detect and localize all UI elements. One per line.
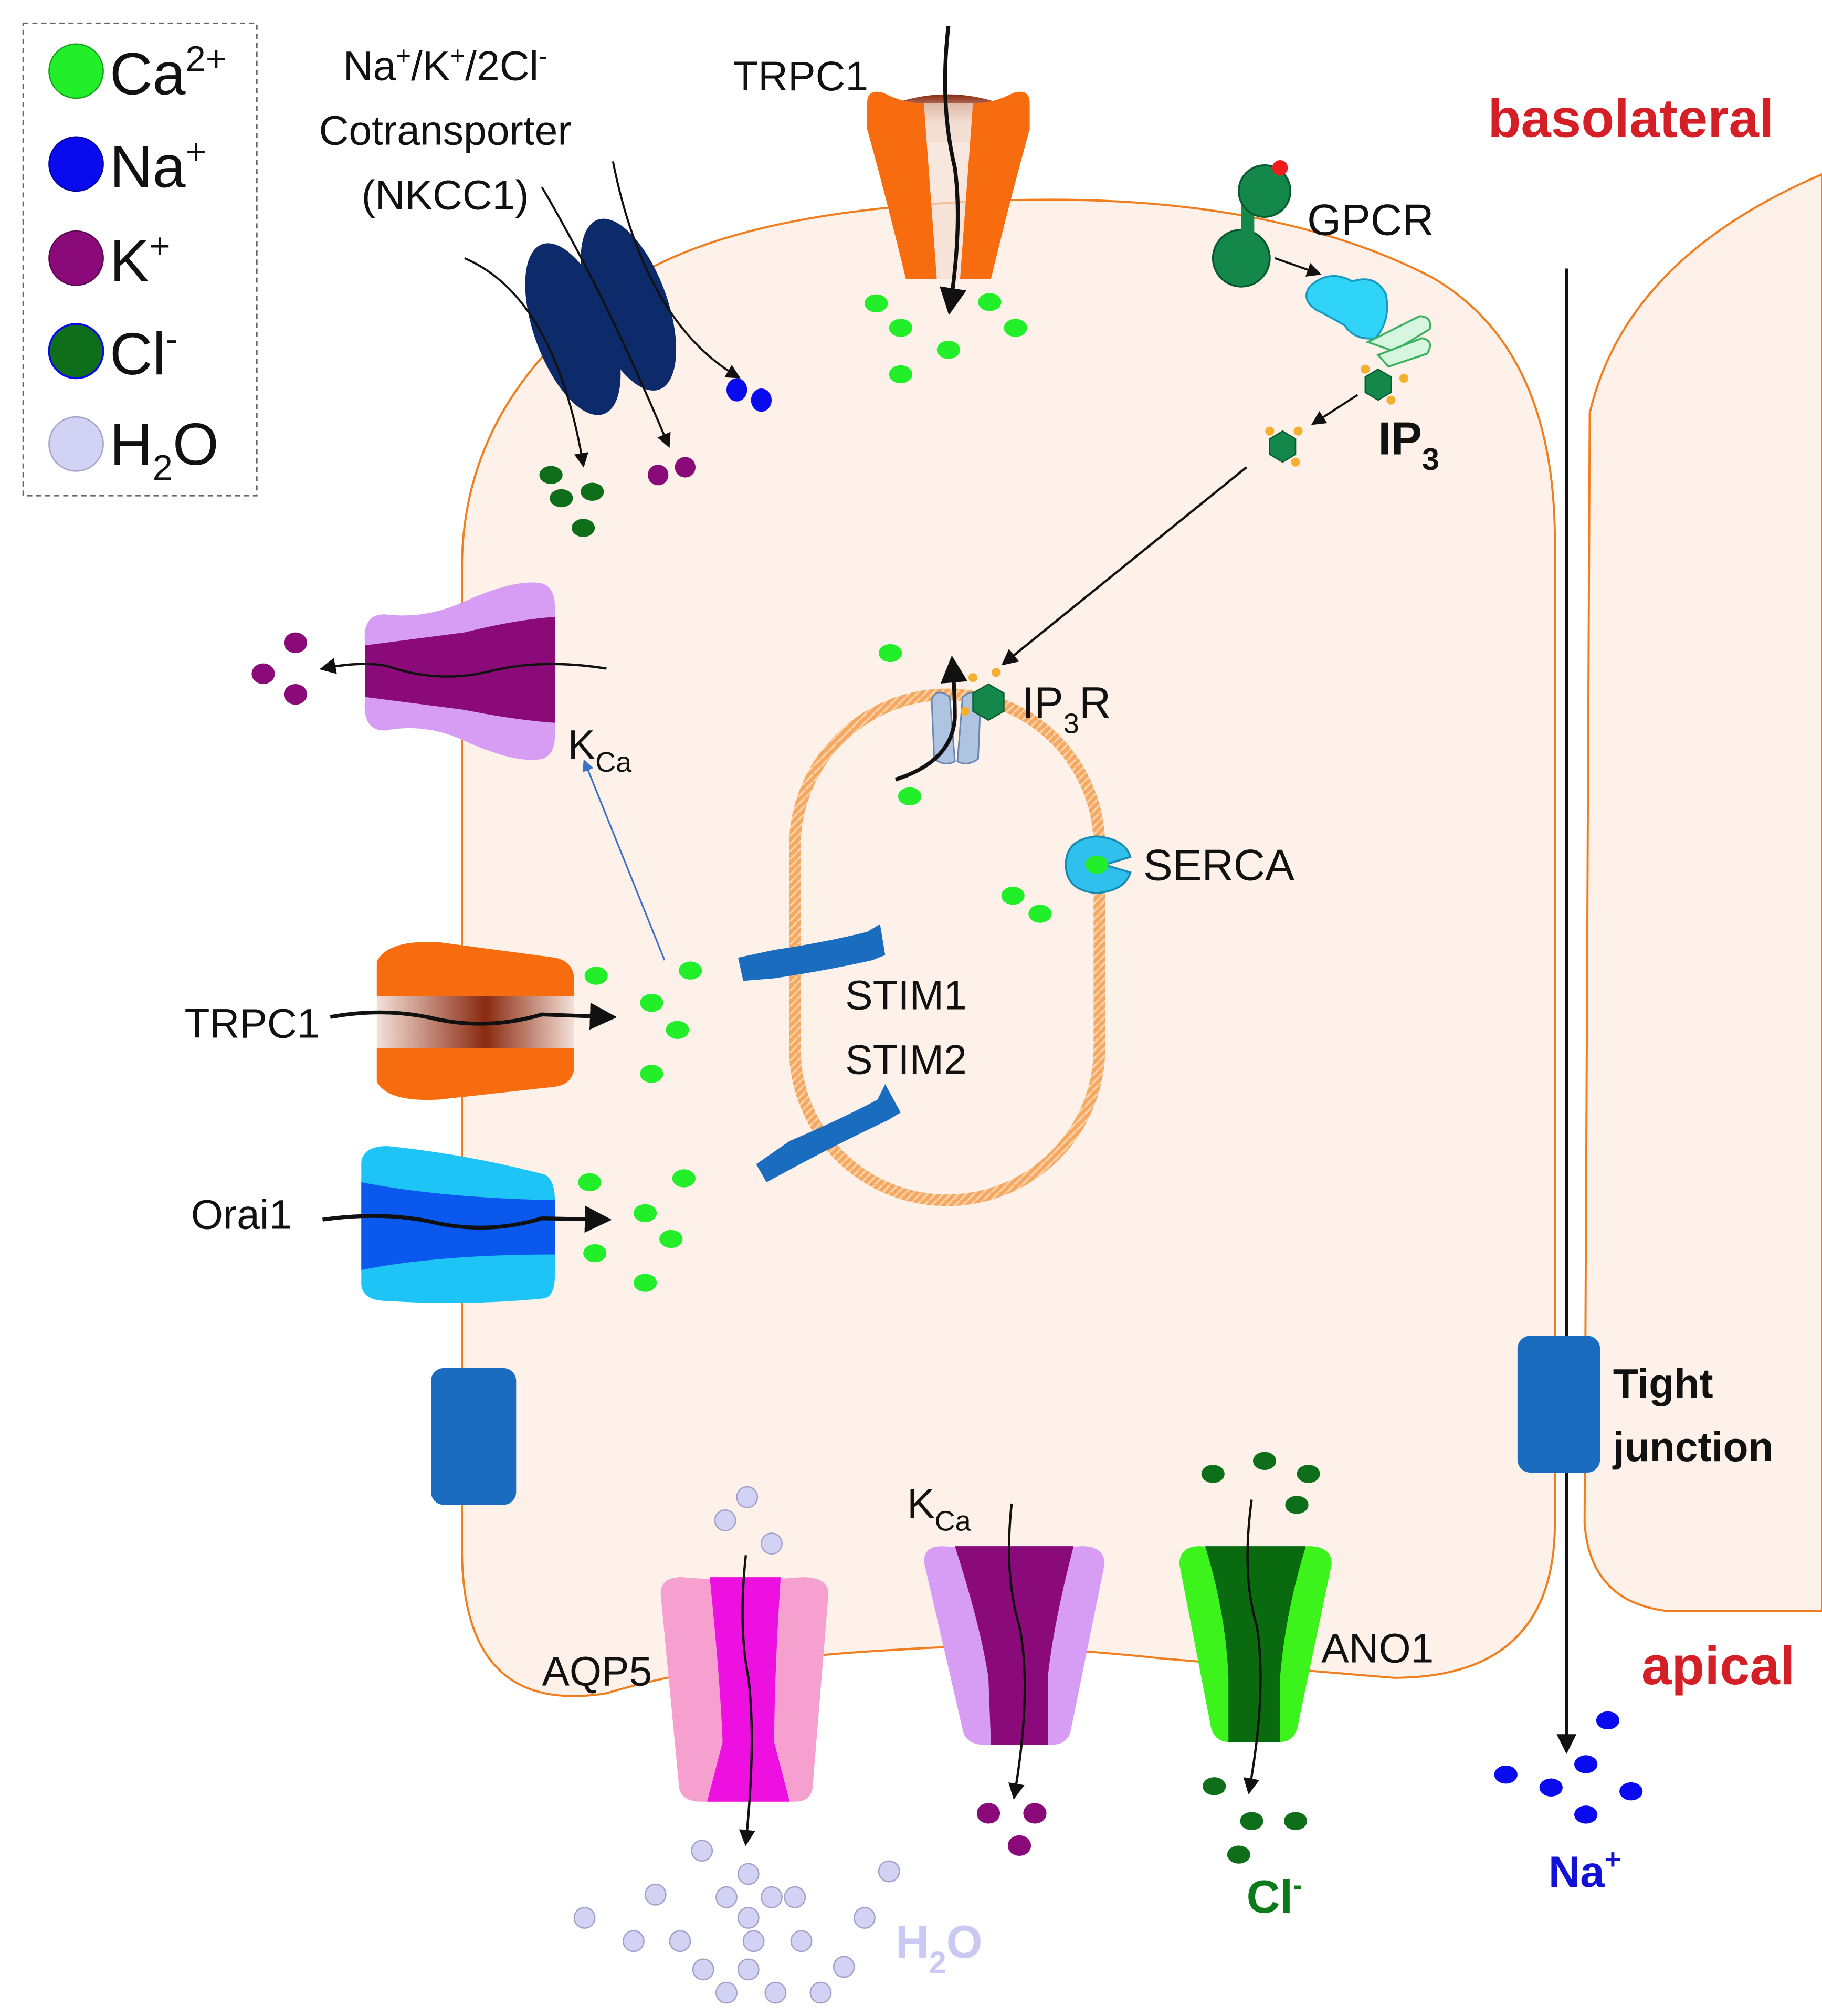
nkcc1-label-line3: (NKCC1) bbox=[362, 172, 529, 218]
trpc1-top-channel bbox=[867, 91, 1030, 279]
legend-na-sup: + bbox=[185, 131, 206, 172]
legend-k-swatch bbox=[48, 230, 104, 286]
ip3-release-arrow bbox=[1311, 394, 1358, 425]
aqp5-h2o-in bbox=[714, 1486, 783, 1555]
nkcc1-transporter bbox=[525, 218, 677, 415]
aqp5-channel bbox=[660, 1577, 829, 1802]
legend-cl-sup: - bbox=[166, 319, 178, 359]
tight-junction-label-line1: Tight bbox=[1613, 1360, 1713, 1406]
tight-junction-right bbox=[1517, 1336, 1600, 1473]
trpc1-left-label: TRPC1 bbox=[185, 1001, 320, 1047]
nkcc1-cl-arrow bbox=[464, 257, 589, 468]
kca-apical-k-ions bbox=[976, 1803, 1047, 1856]
gpcr-activation-arrow bbox=[1275, 257, 1322, 277]
legend-k-sup: + bbox=[149, 226, 170, 266]
cl-out-label: Cl- bbox=[1247, 1870, 1303, 1923]
kca-apical-label: KCa bbox=[907, 1480, 972, 1537]
trpc1-left-channel bbox=[376, 942, 574, 1100]
stim1-protein bbox=[738, 924, 886, 981]
ano1-flux-arrow bbox=[1243, 1499, 1262, 1795]
ip3r-flux-arrow bbox=[894, 655, 968, 782]
legend-na-label: Na bbox=[110, 134, 186, 200]
g-protein bbox=[1305, 275, 1388, 340]
stim1-label: STIM1 bbox=[845, 972, 967, 1018]
gpcr-receptor bbox=[1212, 160, 1292, 288]
kca-apical-flux-arrow bbox=[1008, 1503, 1026, 1800]
ip3-to-ip3r-arrow bbox=[1001, 466, 1248, 666]
ip3r-ca-ion-cytosol bbox=[879, 644, 902, 663]
aqp5-h2o-out bbox=[573, 1840, 900, 2004]
legend-k-label: K bbox=[110, 228, 149, 294]
ip3-molecule-membrane bbox=[1361, 364, 1409, 405]
orai1-ca-ions bbox=[578, 1169, 696, 1292]
svg-text:Na+: Na+ bbox=[110, 131, 207, 200]
legend-cl-swatch bbox=[48, 323, 104, 380]
aqp5-label: AQP5 bbox=[542, 1648, 652, 1695]
aqp5-flux-arrow bbox=[739, 1555, 755, 1846]
svg-text:H2O: H2O bbox=[110, 411, 219, 488]
ano1-cl-ions-out bbox=[1203, 1777, 1308, 1864]
svg-text:Ca2+: Ca2+ bbox=[110, 38, 227, 107]
trpc1-top-flux-arrow bbox=[940, 25, 967, 316]
na-out-label: Na+ bbox=[1549, 1844, 1621, 1896]
nkcc1-label-line1: Na+/K+/2Cl- bbox=[343, 41, 547, 89]
ano1-channel bbox=[1179, 1546, 1332, 1742]
trpc1-left-ca-ions bbox=[584, 961, 702, 1083]
nkcc1-na-arrow bbox=[612, 161, 741, 379]
legend-ca-sup: 2+ bbox=[185, 38, 226, 79]
ip3r-channel bbox=[931, 668, 1005, 764]
trpc1-top-ca-ions bbox=[865, 293, 1027, 384]
ano1-label: ANO1 bbox=[1321, 1625, 1434, 1671]
ca-activates-kca-arrow bbox=[582, 759, 666, 961]
legend-na-swatch bbox=[48, 136, 104, 192]
legend-ca-swatch bbox=[48, 43, 104, 99]
trpc1-left-flux-arrow bbox=[330, 1002, 617, 1030]
apical-label: apical bbox=[1641, 1635, 1795, 1696]
serca-pump bbox=[1065, 835, 1132, 895]
ip3-molecule-cytosol bbox=[1265, 426, 1303, 467]
serca-label: SERCA bbox=[1143, 841, 1294, 890]
basolateral-label: basolateral bbox=[1488, 88, 1774, 149]
orai1-flux-arrow bbox=[322, 1205, 612, 1233]
ip3r-label: IP3R bbox=[1022, 678, 1111, 739]
legend-cl-label: Cl bbox=[110, 321, 166, 387]
stim2-protein bbox=[756, 1084, 901, 1182]
legend-h2o-swatch bbox=[48, 416, 104, 472]
svg-text:Cl-: Cl- bbox=[110, 319, 178, 387]
legend-h2o-sub: 2 bbox=[153, 448, 173, 488]
kca-apical-channel bbox=[924, 1546, 1105, 1745]
kca-basolateral-k-ions bbox=[251, 632, 308, 705]
ip3r-ca-ion-lumen bbox=[898, 787, 922, 806]
svg-text:K+: K+ bbox=[110, 226, 171, 294]
nkcc1-k-ions bbox=[648, 457, 696, 486]
kca-basolateral-channel bbox=[364, 582, 555, 760]
orai1-label: Orai1 bbox=[191, 1191, 292, 1237]
legend-h2o-post: O bbox=[173, 411, 219, 477]
ano1-cl-ions-in bbox=[1201, 1452, 1320, 1514]
paracellular-na-ions bbox=[1494, 1711, 1643, 1824]
tight-junction-label-line2: junction bbox=[1612, 1424, 1774, 1470]
tight-junction-left bbox=[431, 1368, 517, 1505]
ip3-label: IP3 bbox=[1378, 412, 1439, 476]
gpcr-label: GPCR bbox=[1307, 195, 1434, 245]
h2o-out-label: H2O bbox=[896, 1916, 983, 1980]
trpc1-top-label: TRPC1 bbox=[733, 53, 868, 99]
legend: Ca2+ Na+ K+ Cl- H2O bbox=[22, 22, 258, 497]
stim2-label: STIM2 bbox=[845, 1036, 967, 1083]
nkcc1-label-line2: Cotransporter bbox=[319, 107, 572, 153]
nkcc1-k-arrow bbox=[541, 186, 671, 448]
kca-basolateral-label: KCa bbox=[568, 722, 633, 779]
neighboring-cell bbox=[1583, 173, 1822, 1612]
legend-h2o-label: H bbox=[110, 411, 153, 477]
plc-enzyme bbox=[1365, 315, 1431, 368]
nkcc1-na-ions bbox=[726, 378, 772, 412]
kca-basolateral-flux-arrow bbox=[319, 658, 607, 678]
legend-ca-label: Ca bbox=[110, 41, 186, 107]
er-ca-ions bbox=[1001, 886, 1052, 923]
nkcc1-cl-ions bbox=[539, 466, 604, 537]
